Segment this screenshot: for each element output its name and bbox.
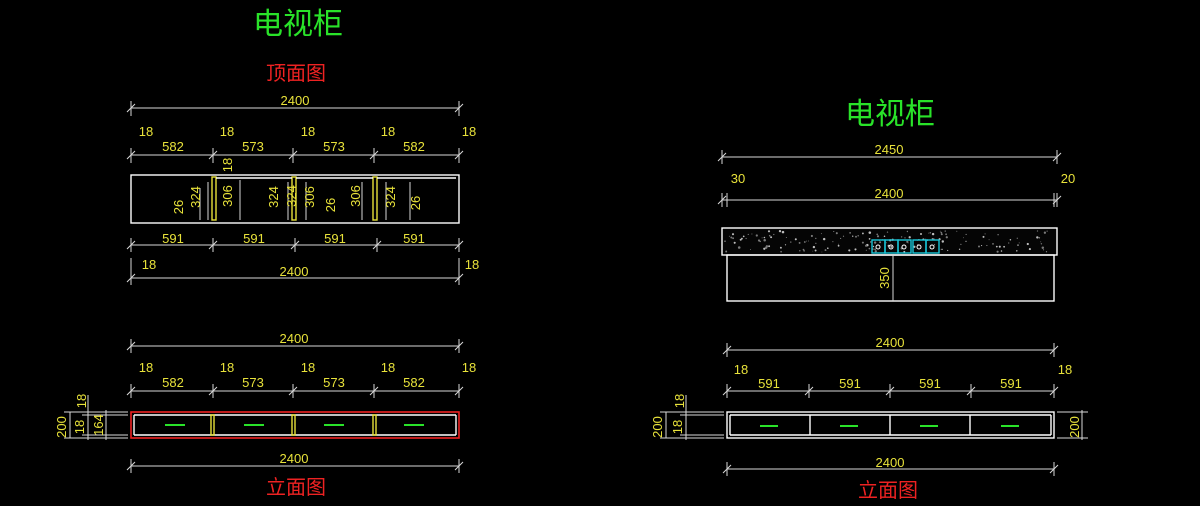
left-elev-gap-4: 18 (381, 360, 395, 375)
right-elevation-cabinet (726, 411, 1055, 439)
right-inner-label: 2400 (875, 186, 904, 201)
left-depth-5: 26 (323, 198, 338, 212)
left-depth-10: 324 (284, 185, 299, 207)
left-depth-3: 306 (220, 185, 235, 207)
left-bottom-gap-left: 18 (142, 257, 156, 272)
left-bottom-width-1: 591 (162, 231, 184, 246)
left-depth-8: 324 (383, 186, 398, 208)
right-elev-width-2: 591 (839, 376, 861, 391)
left-top-width-1: 582 (162, 139, 184, 154)
right-title: 电视柜 (845, 97, 935, 132)
right-elevation-bottom-dimension: 2400 (722, 455, 1059, 476)
right-socket-row (871, 239, 940, 254)
left-elev-overall: 2400 (280, 331, 309, 346)
left-depth-9: 26 (408, 196, 423, 210)
left-elev-width-4: 582 (403, 375, 425, 390)
right-elev-h18-lower: 18 (670, 420, 685, 434)
left-top-gap-4: 18 (381, 124, 395, 139)
left-top-overall-label: 2400 (281, 93, 310, 108)
left-top-segment-dimensions: 18 18 18 18 18 582 573 573 582 (126, 124, 476, 163)
right-elev-right-height: 200 (1067, 416, 1082, 438)
left-bottom-gap-right: 18 (465, 257, 479, 272)
left-elev-h18-lower: 18 (72, 420, 87, 434)
left-elevation-bottom-dimension: 2400 (126, 451, 464, 473)
right-elev-gap-left: 18 (734, 362, 748, 377)
left-bottom-width-3: 591 (324, 231, 346, 246)
right-top-dimensions: 2450 30 20 2400 (717, 142, 1075, 207)
left-elev-gap-1: 18 (139, 360, 153, 375)
left-elev-gap-5: 18 (462, 360, 476, 375)
left-top-gap-2: 18 (220, 124, 234, 139)
left-title: 电视柜 (253, 7, 343, 42)
left-elev-width-1: 582 (162, 375, 184, 390)
left-depth-6: 306 (302, 186, 317, 208)
right-height-350: 350 (877, 267, 892, 289)
right-elevation-height-dims: 200 18 18 200 (650, 394, 1088, 440)
left-divider-label: 18 (220, 158, 235, 172)
right-right-offset: 20 (1061, 171, 1075, 186)
right-elev-overall: 2400 (876, 335, 905, 350)
left-elevation-label: 立面图 (266, 475, 326, 499)
left-elev-gap-2: 18 (220, 360, 234, 375)
right-countertop-texture (724, 229, 1048, 253)
left-top-width-4: 582 (403, 139, 425, 154)
left-depth-1: 26 (171, 200, 186, 214)
left-elev-h164: 164 (91, 414, 106, 436)
left-elev-gap-3: 18 (301, 360, 315, 375)
right-elevation-label: 立面图 (858, 478, 918, 502)
socket-icon (925, 239, 940, 254)
right-elev-height: 200 (650, 416, 665, 438)
right-front-view-cabinet: 350 (721, 227, 1058, 302)
left-top-view-label: 顶面图 (266, 61, 326, 85)
right-elev-bottom-overall: 2400 (876, 455, 905, 470)
left-depth-7: 306 (348, 185, 363, 207)
left-top-overall-dimension: 2400 (126, 93, 464, 116)
left-elevation-height-dims: 200 18 18 164 (54, 394, 128, 440)
left-top-gap-1: 18 (139, 124, 153, 139)
left-depth-4: 324 (266, 186, 281, 208)
right-elev-width-3: 591 (919, 376, 941, 391)
right-elev-width-4: 591 (1000, 376, 1022, 391)
left-top-width-3: 573 (323, 139, 345, 154)
left-elev-height: 200 (54, 416, 69, 438)
left-elev-width-3: 573 (323, 375, 345, 390)
left-elev-h18-top: 18 (74, 394, 89, 408)
left-top-width-2: 573 (242, 139, 264, 154)
right-left-offset: 30 (731, 171, 745, 186)
left-top-view-cabinet: 18 26 324 306 324 26 306 306 324 26 324 (130, 158, 460, 224)
left-elevation-dimensions-top: 2400 18 18 18 18 18 582 573 573 582 (126, 331, 476, 398)
left-bottom-overall: 2400 (280, 264, 309, 279)
right-overall-label: 2450 (875, 142, 904, 157)
right-countertop (721, 227, 1058, 256)
left-top-bottom-dimensions: 591 591 591 591 18 18 2400 (126, 231, 479, 285)
left-elev-bottom-overall: 2400 (280, 451, 309, 466)
left-elevation-cabinet (130, 411, 460, 439)
left-bottom-width-2: 591 (243, 231, 265, 246)
socket-icon (897, 239, 912, 254)
left-top-gap-3: 18 (301, 124, 315, 139)
right-elevation-dimensions-top: 2400 18 18 591 591 591 591 (722, 335, 1072, 398)
left-bottom-width-4: 591 (403, 231, 425, 246)
right-elev-width-1: 591 (758, 376, 780, 391)
right-elev-gap-right: 18 (1058, 362, 1072, 377)
left-depth-2: 324 (188, 186, 203, 208)
left-elev-width-2: 573 (242, 375, 264, 390)
left-top-gap-5: 18 (462, 124, 476, 139)
right-elev-h18-top: 18 (672, 394, 687, 408)
